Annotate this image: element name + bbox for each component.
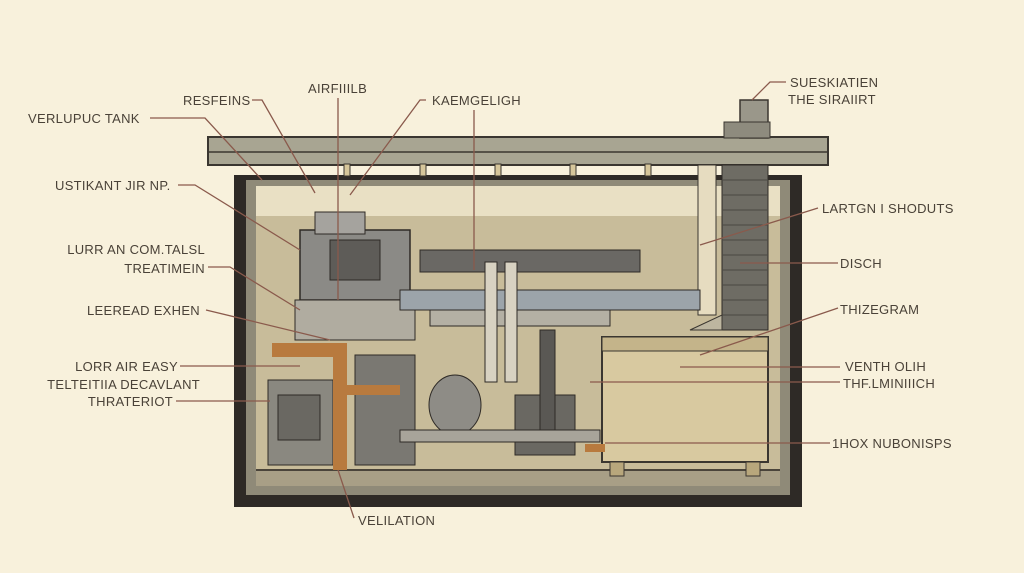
label-lorr-line2: TELTEITIIA DECAVLANT xyxy=(47,377,200,392)
label-thizegram: THIZEGRAM xyxy=(840,302,919,317)
label-ustikant: USTIKANT JIR NP. xyxy=(55,178,171,193)
label-sueskiatien-line2: THE SIRAIIRT xyxy=(788,92,876,107)
label-nubonisps: 1HOX NUBONISPS xyxy=(832,436,952,451)
label-vertical-tank: VERLUPUC TANK xyxy=(28,111,140,126)
hvac-machinery xyxy=(267,211,701,466)
label-venth-line2: THF.LMINIIICH xyxy=(843,376,935,391)
label-kaemgeligh: KAEMGELIGH xyxy=(432,93,521,108)
storage-cabinet xyxy=(601,336,769,477)
label-lartgn: LARTGN I SHODUTS xyxy=(822,201,954,216)
roof-slab xyxy=(207,136,829,177)
label-leeread: LEEREAD EXHEN xyxy=(87,303,200,318)
label-velilation: VELILATION xyxy=(358,513,435,528)
label-lurr-line2: TREATIMEIN xyxy=(124,261,205,276)
label-lurr-line1: LURR AN COM.TALSL xyxy=(67,242,205,257)
copper-pipes xyxy=(272,343,605,470)
label-venth-line1: VENTH OLIH xyxy=(845,359,926,374)
label-sueskiatien-line1: SUESKIATIEN xyxy=(790,75,878,90)
label-lorr-line3: THRATERIOT xyxy=(88,394,173,409)
label-disch: DISCH xyxy=(840,256,882,271)
label-airfiilb: AIRFIIILB xyxy=(308,81,367,96)
label-resfeins: RESFEINS xyxy=(183,93,250,108)
chimney-duct xyxy=(689,99,771,331)
leader-lines xyxy=(150,81,840,519)
label-lorr-line1: LORR AIR EASY xyxy=(75,359,178,374)
